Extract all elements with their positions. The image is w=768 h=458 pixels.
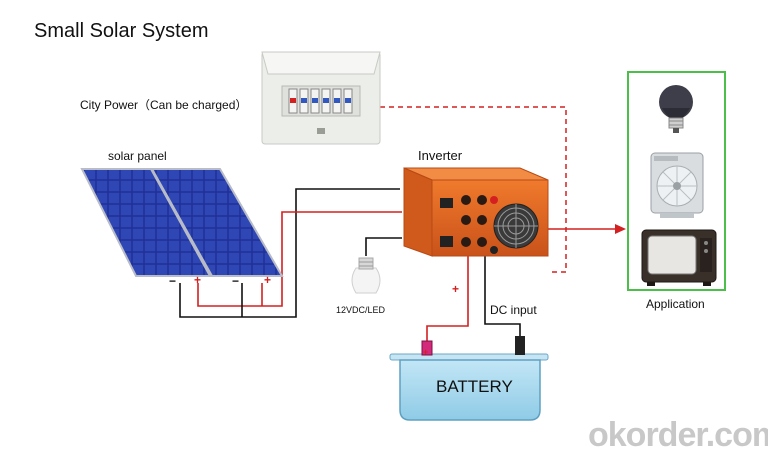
output-arrow-icon xyxy=(615,224,626,234)
led-bulb-icon xyxy=(351,257,381,294)
city-power-wire xyxy=(380,106,567,273)
dc-input-label: DC input xyxy=(490,303,537,317)
application-label: Application xyxy=(646,297,705,311)
fan-icon xyxy=(650,152,704,218)
led-label: 12VDC/LED xyxy=(336,305,386,315)
panel2-minus-sign: − xyxy=(232,274,240,288)
city-power-box xyxy=(261,51,381,145)
panel-wiring xyxy=(179,188,402,318)
diagram-title: Small Solar System xyxy=(34,20,209,42)
inverter-plus-sign: + xyxy=(452,282,460,296)
panel2-plus-sign: + xyxy=(264,273,272,287)
city-power-label: City Power（Can be charged） xyxy=(80,98,248,112)
solar-panel-left xyxy=(80,168,212,277)
inverter-unit xyxy=(403,167,549,257)
watermark-logo: okorder.com xyxy=(588,416,768,454)
panel1-plus-sign: + xyxy=(194,273,202,287)
solar-panel-label: solar panel xyxy=(108,149,167,163)
solar-panel-right xyxy=(150,168,284,277)
tv-icon xyxy=(641,229,717,286)
inverter-label: Inverter xyxy=(418,148,463,163)
battery-label: BATTERY xyxy=(436,377,513,396)
panel1-minus-sign: − xyxy=(169,274,177,288)
application-frame xyxy=(627,71,726,291)
battery xyxy=(389,336,549,421)
battery-wiring xyxy=(426,250,521,342)
light-bulb-icon xyxy=(659,85,693,133)
battery-plus-sign: + xyxy=(423,347,429,357)
